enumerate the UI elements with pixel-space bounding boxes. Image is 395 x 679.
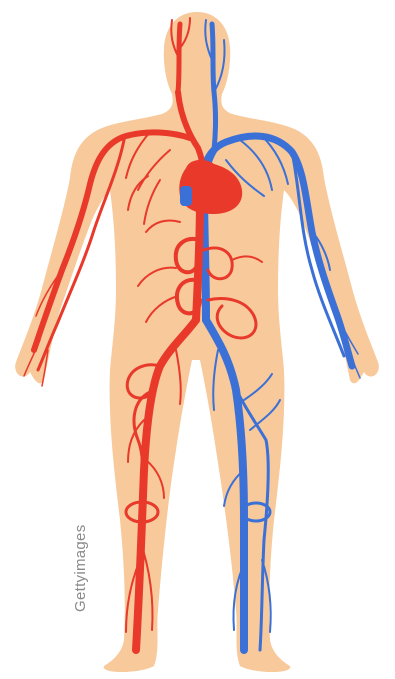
gettyimages-watermark: Gettyimages <box>72 525 89 613</box>
body-silhouette <box>15 12 379 672</box>
